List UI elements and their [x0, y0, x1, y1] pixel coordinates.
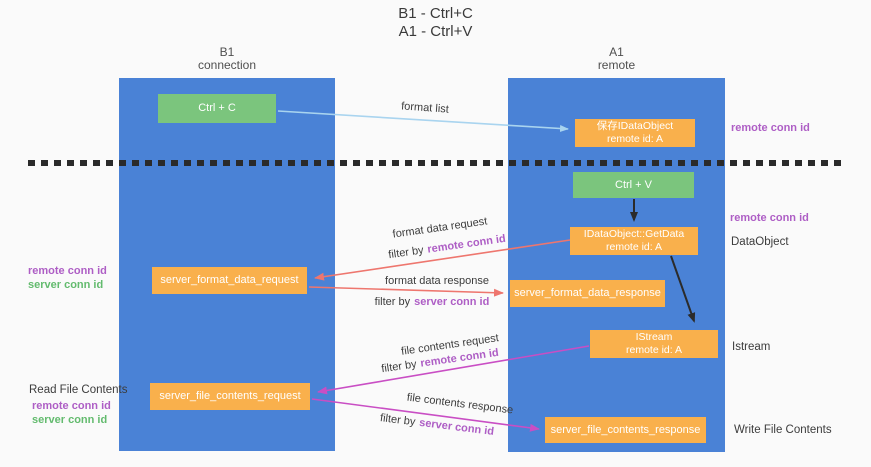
side-label-remote-conn-id-left: remote conn id: [28, 265, 107, 277]
node-ctrl-v-label: Ctrl + V: [615, 178, 652, 191]
node-istream-line2: remote id: A: [625, 344, 683, 356]
node-ctrl-c-label: Ctrl + C: [198, 102, 236, 114]
arrow-format-data-request: [314, 239, 571, 281]
node-ctrl-c: Ctrl + C: [158, 94, 276, 123]
column-header-b1-role: connection: [197, 58, 257, 72]
arrow-file-contents-response: [311, 398, 540, 432]
side-label-remote-conn-id-top: remote conn id: [731, 122, 810, 134]
phase-divider-dashed-line: [28, 160, 846, 166]
arrow-format-data-response: [308, 286, 504, 297]
node-server-format-data-response: server_format_data_response: [510, 280, 665, 307]
side-label-server-conn-id-left: server conn id: [28, 279, 104, 291]
label-format-response-filter-prefix: filter by: [374, 296, 411, 308]
arrow-file-contents-request: [317, 345, 590, 395]
side-label-dataobject: DataObject: [731, 236, 789, 248]
node-idataobject-getdata-line2: remote id: A: [605, 241, 663, 253]
arrow-getdata-to-istream: [670, 255, 696, 323]
node-server-file-contents-request-label: server_file_contents_request: [159, 390, 301, 402]
title-line-2: A1 - Ctrl+V: [398, 23, 473, 40]
node-server-file-contents-response: server_file_contents_response: [545, 417, 706, 443]
column-header-a1-role: remote: [597, 58, 636, 72]
node-save-idataobject-line2: remote id: A: [606, 133, 664, 145]
side-label-remote-conn-id-left2: remote conn id: [32, 400, 111, 412]
label-format-response-filter-key: server conn id: [414, 296, 490, 308]
node-server-file-contents-response-label: server_file_contents_response: [550, 423, 701, 436]
side-label-remote-conn-id-mid: remote conn id: [730, 212, 809, 224]
column-header-b1-name: B1: [219, 45, 235, 59]
node-idataobject-getdata-line1: IDataObject::GetData: [583, 228, 685, 240]
title-line-1: B1 - Ctrl+C: [398, 5, 473, 22]
column-header-a1: A1 remote: [508, 46, 725, 72]
side-label-write-file-contents: Write File Contents: [734, 424, 832, 436]
node-istream-line1: IStream: [635, 331, 673, 343]
node-server-file-contents-request: server_file_contents_request: [150, 383, 310, 410]
node-server-format-data-response-label: server_format_data_response: [514, 287, 661, 299]
column-header-a1-name: A1: [609, 45, 624, 59]
node-server-format-data-request: server_format_data_request: [152, 267, 307, 294]
column-header-b1: B1 connection: [119, 46, 335, 72]
node-save-idataobject: 保存IDataObject remote id: A: [575, 119, 695, 147]
arrow-format-list: [277, 110, 569, 132]
diagram-title: B1 - Ctrl+C A1 - Ctrl+V: [0, 5, 871, 41]
label-format-data-response: format data response: [385, 275, 489, 287]
node-save-idataobject-line1: 保存IDataObject: [596, 120, 674, 132]
side-label-read-file-contents: Read File Contents: [29, 384, 128, 396]
node-idataobject-getdata: IDataObject::GetData remote id: A: [570, 227, 698, 255]
side-label-istream: Istream: [732, 341, 771, 353]
node-server-format-data-request-label: server_format_data_request: [160, 274, 299, 286]
side-label-server-conn-id-left2: server conn id: [32, 414, 108, 426]
node-istream: IStream remote id: A: [590, 330, 718, 358]
node-ctrl-v: Ctrl + V: [573, 172, 694, 198]
